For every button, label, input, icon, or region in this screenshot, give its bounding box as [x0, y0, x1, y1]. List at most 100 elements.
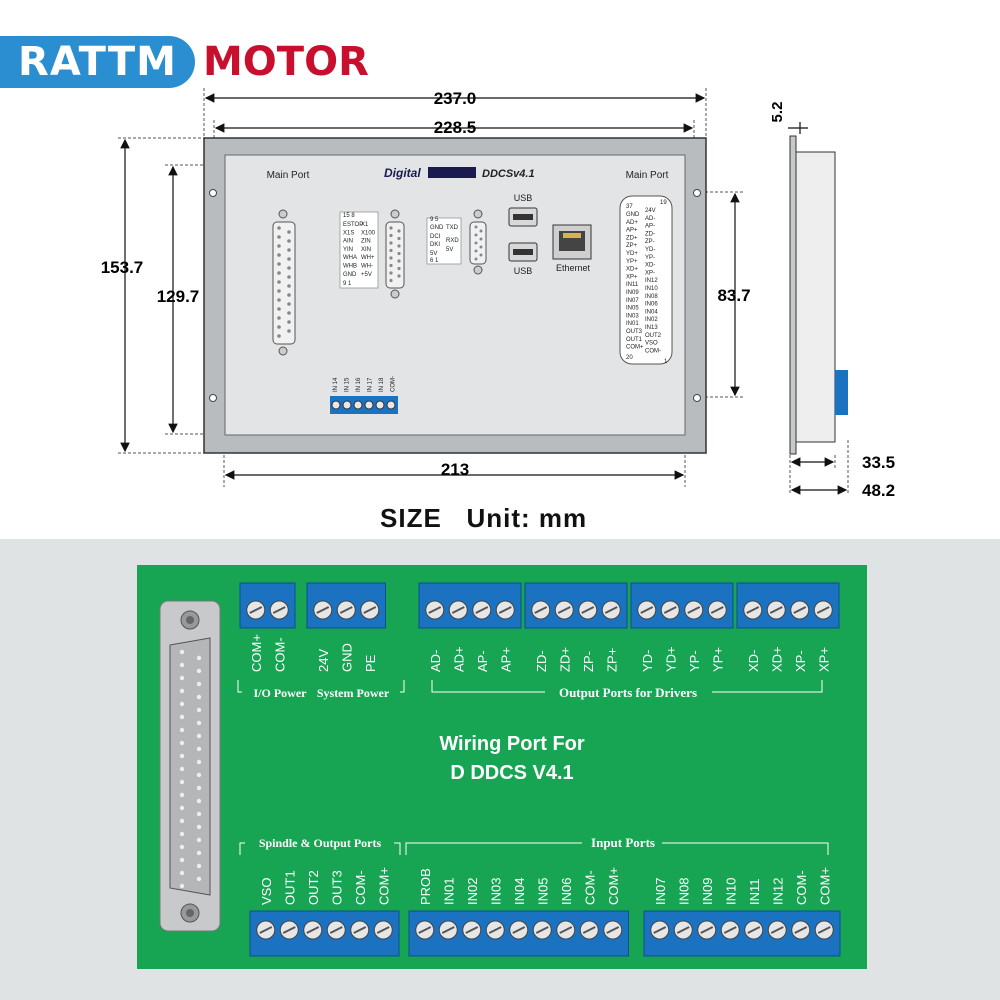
pin-number-label: 9 5 [430, 217, 439, 223]
pin-label: YP+ [626, 259, 638, 265]
pin [179, 753, 185, 759]
pin [196, 720, 202, 726]
pin [287, 257, 291, 261]
pin-label: GND [430, 225, 444, 231]
usb-top-label: USB [514, 193, 533, 203]
controller-face [224, 154, 686, 436]
wiring-board [137, 565, 867, 969]
pin [479, 229, 483, 233]
pin [277, 325, 281, 329]
pin-label: XD+ [626, 267, 638, 273]
pin-label: IN03 [626, 313, 639, 319]
terminal-label: IN11 [747, 879, 762, 906]
pin [179, 766, 185, 772]
pin-label: WHA [343, 255, 357, 261]
pin [179, 675, 185, 681]
pin [196, 850, 202, 856]
pin-label: OUT3 [626, 329, 643, 335]
controller-logo-mark [428, 167, 476, 178]
pin [196, 876, 202, 882]
main-port-left-label: Main Port [267, 170, 310, 181]
pin-label: IN04 [645, 309, 658, 315]
pin [397, 266, 401, 271]
pin-label: XD- [645, 263, 655, 269]
output-ports-title: Output Ports for Drivers [559, 685, 697, 700]
dimension-drawing: 237.0 228.5 153.7 129.7 83.7 213 5.2 33.… [101, 88, 895, 500]
pin [277, 289, 281, 293]
pin-label: IN11 [626, 282, 639, 288]
pin [179, 831, 185, 837]
pin-label: IN07 [626, 298, 639, 304]
pin [179, 870, 185, 876]
pin [196, 824, 202, 830]
terminal-label: COM- [272, 637, 287, 672]
pin-number-label: 6 1 [430, 258, 439, 264]
pin-label: XP+ [626, 274, 638, 280]
pin [196, 798, 202, 804]
pin-label: TXD [446, 225, 459, 231]
pin [196, 811, 202, 817]
pin-label: YP- [645, 255, 655, 261]
pin [474, 249, 478, 253]
terminal-label: 24V [316, 649, 331, 672]
terminal-label: AD+ [451, 646, 466, 672]
pin-label: ZD- [645, 231, 655, 237]
terminal-label: IN 17 [368, 377, 374, 392]
pin [196, 733, 202, 739]
pin-number-label: 37 [626, 204, 633, 210]
terminal-label: XP- [793, 650, 808, 672]
terminal-label: IN 15 [345, 377, 351, 392]
pin-label: IN13 [645, 325, 658, 331]
terminal-screw [364, 400, 374, 410]
terminal-label: XD+ [769, 646, 784, 672]
pin [179, 844, 185, 850]
pin [474, 257, 478, 261]
pin [179, 649, 185, 655]
terminal-block [249, 910, 400, 957]
pin-label: YIN [343, 247, 353, 253]
terminal-label: IN04 [512, 878, 527, 905]
pin [389, 241, 393, 245]
pin-label: IN08 [645, 294, 658, 300]
pin [397, 229, 401, 233]
terminal-label: COM+ [606, 867, 621, 905]
pin [479, 237, 483, 241]
pin [389, 263, 393, 268]
pin [277, 235, 281, 239]
terminal-label: YD+ [663, 646, 678, 672]
dim-129: 129.7 [157, 287, 200, 306]
pin [277, 280, 281, 284]
pin [179, 701, 185, 707]
pin-label: OUT2 [645, 333, 662, 339]
db25-connector-left [272, 209, 296, 356]
pin [474, 241, 478, 245]
pin [474, 233, 478, 237]
pin [287, 284, 291, 288]
terminal-label: IN 16 [356, 377, 362, 392]
pin [479, 253, 483, 257]
terminal-label: AP+ [498, 647, 513, 672]
pin-number-label: 1 [664, 359, 668, 365]
terminal-label: IN03 [488, 878, 503, 905]
pin [389, 278, 393, 283]
pin-label: 5V [446, 247, 453, 253]
pin [277, 307, 281, 311]
pin [277, 253, 281, 257]
pin [287, 329, 291, 333]
pin-label: X1S [343, 230, 354, 236]
pin [287, 266, 291, 270]
pin [196, 681, 202, 687]
dim-5-2: 5.2 [769, 102, 786, 123]
terminal-label: ZP- [581, 651, 596, 672]
pin [179, 727, 185, 733]
pin-label: DKI [430, 242, 440, 248]
pin-label: AD+ [626, 220, 638, 226]
pin-number-label: 19 [660, 200, 667, 206]
terminal-screw [342, 400, 352, 410]
dim-33-5: 33.5 [862, 453, 895, 472]
system-power-label: System Power [317, 686, 390, 700]
pin [277, 298, 281, 302]
pin [179, 792, 185, 798]
